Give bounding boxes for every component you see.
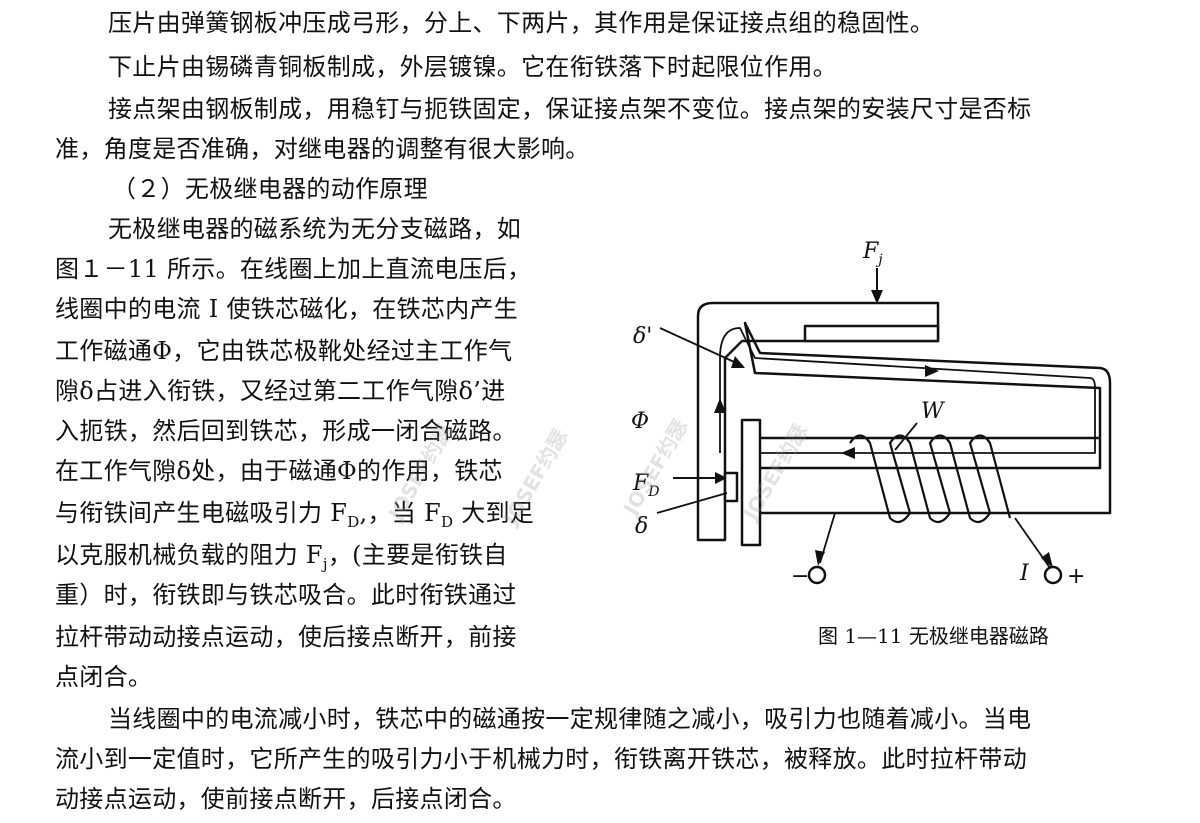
label-phi: Φ [631,409,649,434]
paragraph-contact-frame-1: 接点架由钢板制成，用稳钉与扼铁固定，保证接点架不变位。接点架的安装尺寸是否标 [108,95,1032,123]
flux-arrow-left [841,447,855,459]
delta-prime-leader [659,327,744,367]
fd-arrowhead [715,472,727,484]
relay-magnetic-circuit-diagram: Fj δ' Φ W FD δ I − + [631,239,1112,589]
paragraph-lower-stop: 下止片由锡磷青铜板制成，外层镀镍。它在衔铁落下时起限位作用。 [108,53,837,81]
paragraph-principle-line: 点闭合。 [55,663,153,691]
subscript: D [440,512,454,531]
text-segment: 与衔铁间产生电磁吸引力 F [55,499,348,527]
figure-caption: 图 1—11 无极继电器磁路 [818,624,1049,648]
paragraph-contact-frame-2: 准，角度是否准确，对继电器的调整有很大影响。 [55,135,590,163]
paragraph-release-line: 当线圈中的电流减小时，铁芯中的磁通按一定规律随之减小，吸引力也随着减小。当电 [108,705,1032,733]
paragraph-principle-line: 在工作气隙δ处，由于磁通Φ的作用，铁芯 [55,457,503,485]
text-segment: 以克服机械负载的阻力 F [55,541,323,569]
label-plus: + [1067,564,1085,589]
armature-plate [803,324,940,343]
paragraph-principle-line: 工作磁通Φ，它由铁芯极靴处经过主工作气 [55,337,513,365]
paragraph-principle-line: 入扼铁，然后回到铁芯，形成一闭合磁路。 [55,417,517,445]
paragraph-principle-line: 隙δ占进入衔铁，又经过第二工作气隙δ’进 [55,377,506,405]
label-delta-prime: δ' [633,324,652,349]
delta-leader [656,492,728,514]
winding-leader [894,422,918,451]
gap-block [723,471,739,503]
core-frame [743,321,1112,515]
plus-lead-arrowhead [1041,552,1053,568]
delta-prime-arrowhead [731,356,745,368]
section-heading: （２）无极继电器的动作原理 [112,175,428,203]
pole-plate [740,418,762,547]
text-segment: 大到足 [453,499,535,527]
paragraph-pressing-plate: 压片由弹簧钢板冲压成弓形，分上、下两片，其作用是保证接点组的稳固性。 [108,9,935,37]
minus-lead-arrowhead [815,550,825,566]
paragraph-principle-line: 拉杆带动动接点运动，使后接点断开，前接 [55,623,517,651]
text-segment: ,，当 F [359,499,441,527]
label-minus: − [791,564,809,589]
paragraph-principle-line: 与衔铁间产生电磁吸引力 FD,，当 FD 大到足 [55,496,534,539]
label-fj: Fj [862,239,883,268]
yoke-outline [696,301,940,542]
label-fd: FD [632,471,660,500]
flux-arrow-right [925,365,939,377]
paragraph-principle-line: 线圈中的电流 I 使铁芯磁化，在铁芯内产生 [55,295,519,323]
label-winding: W [921,399,946,424]
text-segment: ，(主要是衔铁自 [327,541,508,569]
terminal-plus [1043,565,1063,585]
flux-path [719,327,1096,454]
paragraph-principle-line: 重）时，衔铁即与铁芯吸合。此时衔铁通过 [55,581,517,609]
paragraph-release-line: 动接点运动，使前接点断开，后接点闭合。 [55,785,517,813]
terminal-minus [807,565,827,585]
flux-arrow-up [714,398,726,413]
paragraph-release-line: 流小到一定值时，它所产生的吸引力小于机械力时，衔铁离开铁芯，被释放。此时拉杆带动 [55,745,1027,773]
paragraph-principle-line: 无极继电器的磁系统为无分支磁路，如 [108,215,522,243]
label-delta: δ [635,514,648,539]
subscript: j [322,554,328,573]
paragraph-principle-line: 图１－11 所示。在线圈上加上直流电压后， [55,255,532,283]
label-current: I [1019,561,1030,586]
paragraph-principle-line: 以克服机械负载的阻力 Fj，(主要是衔铁自 [55,538,508,581]
fj-arrowhead [871,290,883,304]
coil-winding [849,434,1012,524]
subscript: D [347,512,360,531]
